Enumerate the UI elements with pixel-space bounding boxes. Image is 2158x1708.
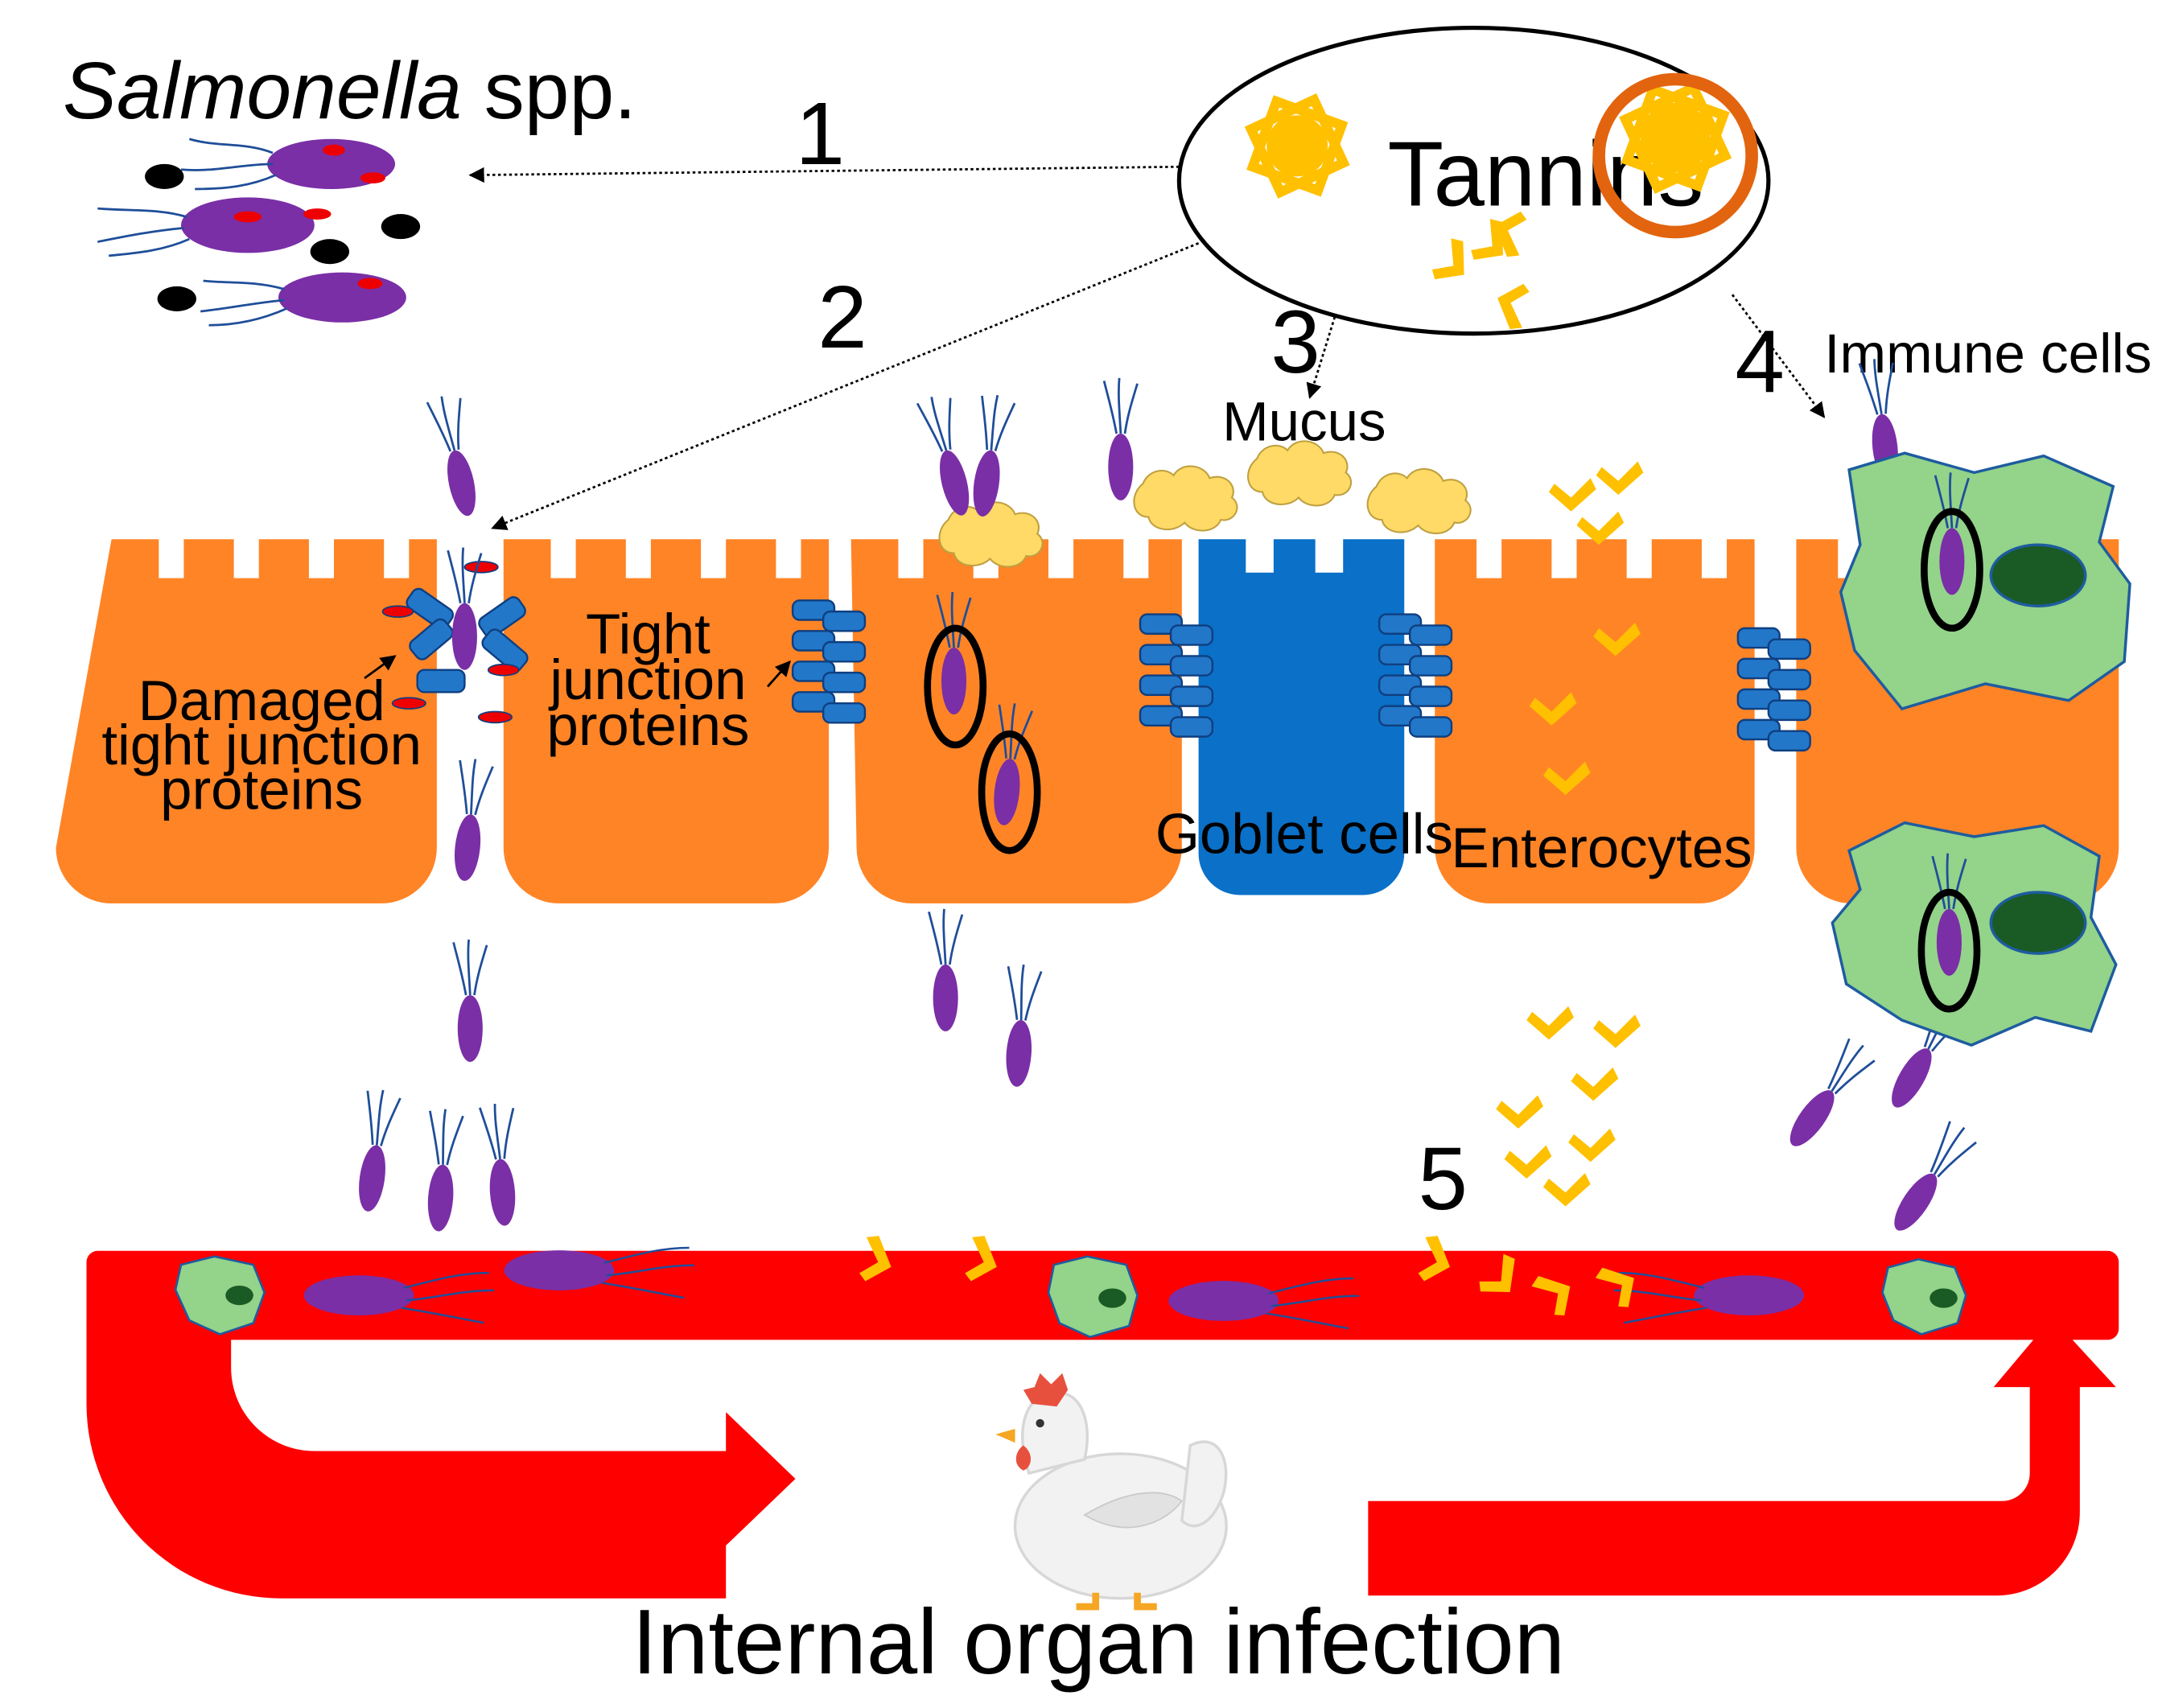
blood-contents	[174, 1232, 1967, 1339]
damaged-tj-line-2: tight junction	[101, 714, 422, 777]
immune-cell-blood-2	[1047, 1255, 1139, 1339]
step-2-label: 2	[817, 268, 867, 367]
immune-cell-upper	[1839, 451, 2131, 711]
arrows	[468, 165, 1826, 530]
enterocytes-label: Enterocytes	[1452, 817, 1752, 880]
tj-line-1: Tight	[586, 603, 710, 666]
goblet-cell	[1198, 539, 1405, 895]
step-5-label: 5	[1419, 1130, 1468, 1229]
enterocyte-cell-5	[1435, 539, 1755, 903]
title-plain: spp.	[462, 46, 636, 136]
enterocyte-cell-3	[850, 539, 1182, 903]
damaged-tj-line-1: Damaged	[138, 669, 385, 733]
goblet-label: Goblet cells	[1155, 803, 1453, 866]
bottom-caption: Internal organ infection	[632, 1591, 1565, 1694]
label-tight-junction: Tight junction proteins	[546, 603, 749, 758]
step-4-label: 4	[1735, 312, 1784, 411]
tj-line-2: junction	[548, 648, 746, 712]
tj-line-3: proteins	[546, 694, 749, 758]
immune-cell-blood-3	[1881, 1257, 1967, 1336]
tannin-star-icon	[1244, 93, 1350, 199]
title-italic: Salmonella	[63, 46, 462, 136]
tannins-group: Tannins	[1176, 25, 1771, 336]
damaged-tight-junctions	[364, 561, 791, 724]
enterocyte-cell-2	[503, 539, 830, 903]
salmonella-cluster	[97, 138, 421, 327]
immune-cell-blood-1	[174, 1255, 266, 1336]
tannin-bound-icon	[1592, 72, 1758, 239]
enterocyte-cell-1	[56, 539, 437, 903]
label-damaged-tj: Damaged tight junction proteins	[101, 669, 422, 822]
epithelium	[56, 539, 2119, 903]
chicken-icon	[995, 1373, 1228, 1611]
immune-internal-bacteria	[1917, 471, 1983, 1013]
step-1-label: 1	[796, 84, 845, 183]
figure-title: Salmonella spp.	[63, 46, 636, 136]
step-3-label: 3	[1271, 293, 1320, 392]
immune-cells-label: Immune cells	[1824, 322, 2152, 385]
damaged-tj-line-3: proteins	[160, 758, 363, 821]
